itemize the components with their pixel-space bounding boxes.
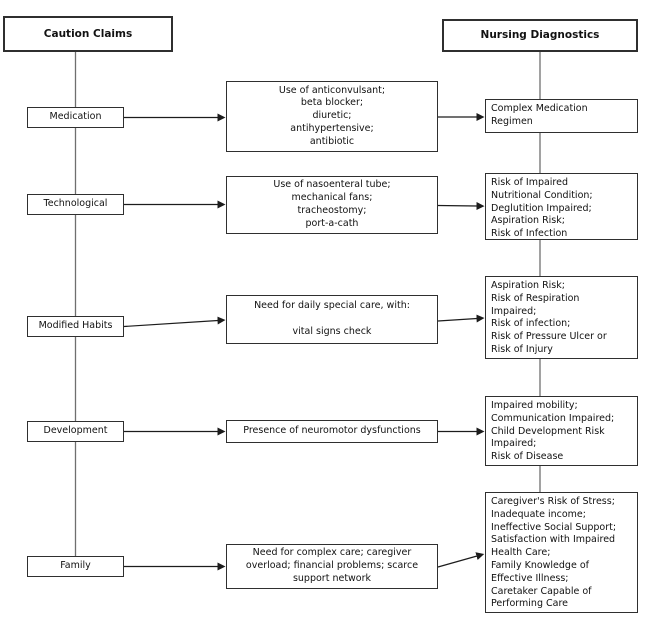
- category-box-technological: Technological: [27, 194, 124, 215]
- claim-box-modified-habits: Need for daily special care, with: vital…: [226, 295, 438, 344]
- claim-box-development: Presence of neuromotor dysfunctions: [226, 420, 438, 443]
- diagnostic-box-modified-habits: Aspiration Risk; Risk of Respiration Imp…: [485, 276, 638, 359]
- claim-box-medication: Use of anticonvulsant; beta blocker; diu…: [226, 81, 438, 152]
- arrow-claim-to-diagnostic-2: [437, 201, 485, 210]
- claim-box-technological: Use of nasoenteral tube; mechanical fans…: [226, 176, 438, 234]
- diagnostic-box-technological: Risk of Impaired Nutritional Condition; …: [485, 173, 638, 240]
- header-caution-claims: Caution Claims: [3, 16, 173, 52]
- diagnostic-box-family: Caregiver's Risk of Stress; Inadequate i…: [485, 492, 638, 613]
- arrow-claim-to-diagnostic-5: [437, 552, 485, 568]
- diagnostic-box-medication: Complex Medication Regimen: [485, 99, 638, 133]
- category-box-development: Development: [27, 421, 124, 442]
- arrow-claim-to-diagnostic-3: [437, 314, 485, 323]
- category-box-medication: Medication: [27, 107, 124, 128]
- category-box-family: Family: [27, 556, 124, 577]
- diagnostic-box-development: Impaired mobility; Communication Impaire…: [485, 396, 638, 466]
- header-nursing-diagnostics: Nursing Diagnostics: [442, 19, 638, 52]
- arrow-category-to-claim-3: [123, 316, 226, 328]
- category-box-modified-habits: Modified Habits: [27, 316, 124, 337]
- claim-box-family: Need for complex care; caregiver overloa…: [226, 544, 438, 589]
